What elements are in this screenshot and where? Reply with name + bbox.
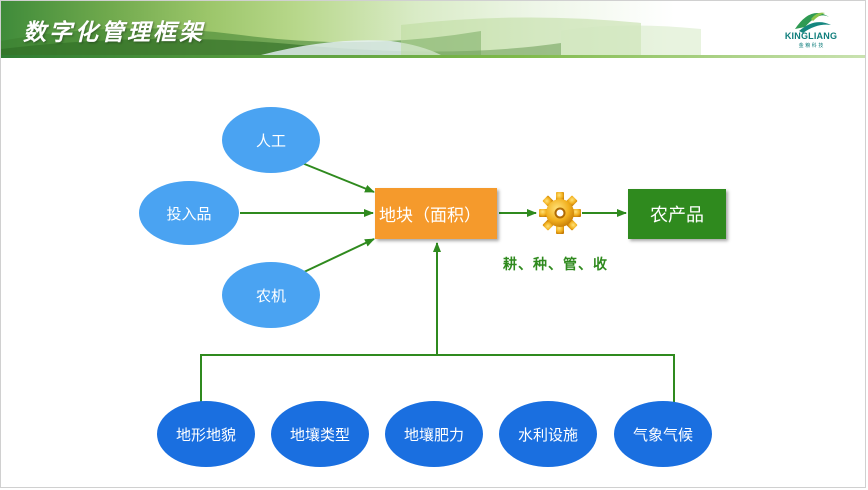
input-node-machinery: 农机: [222, 262, 320, 328]
company-logo: KINGLIANG 金 粮 科 技: [781, 7, 841, 53]
input-node-labor: 人工: [222, 107, 320, 173]
factor-node-label: 水利设施: [517, 425, 578, 444]
factor-node-label: 地壤类型: [289, 425, 350, 444]
plot-area-box: 地块（面积）: [375, 188, 497, 239]
factor-node-terrain: 地形地貌: [157, 401, 255, 467]
gear-icon: [539, 192, 581, 234]
product-label: 农产品: [650, 205, 704, 226]
factor-node-soil-type: 地壤类型: [271, 401, 369, 467]
header-banner: 数字化管理框架 KINGLIANG 金 粮 科 技: [1, 1, 865, 55]
landscape-illustration: [1, 17, 701, 55]
leaf-logo-icon: [795, 12, 831, 33]
process-steps-label: 耕、种、管、收: [503, 257, 608, 273]
factor-node-soil-fertility: 地壤肥力: [385, 401, 483, 467]
factor-node-label: 地壤肥力: [403, 425, 464, 444]
input-node-materials: 投入品: [139, 181, 239, 245]
factor-node-label: 地形地貌: [175, 425, 236, 444]
arrow-labor-to-plot: [301, 162, 375, 193]
factor-node-label: 气象气候: [632, 425, 693, 444]
factor-node-irrigation: 水利设施: [499, 401, 597, 467]
logo-subtext: 金 粮 科 技: [798, 43, 824, 49]
header-divider: [1, 55, 865, 58]
factor-node-climate: 气象气候: [614, 401, 712, 467]
input-node-label: 投入品: [166, 204, 212, 223]
page-title: 数字化管理框架: [23, 19, 205, 46]
factor-bracket: [200, 354, 675, 404]
input-node-label: 人工: [255, 131, 286, 150]
arrow-machinery-to-plot: [303, 238, 375, 273]
input-node-label: 农机: [255, 286, 286, 305]
logo-wordmark: KINGLIANG: [784, 31, 838, 41]
plot-area-label: 地块（面积）: [379, 206, 481, 226]
agricultural-product-box: 农产品: [628, 189, 726, 239]
